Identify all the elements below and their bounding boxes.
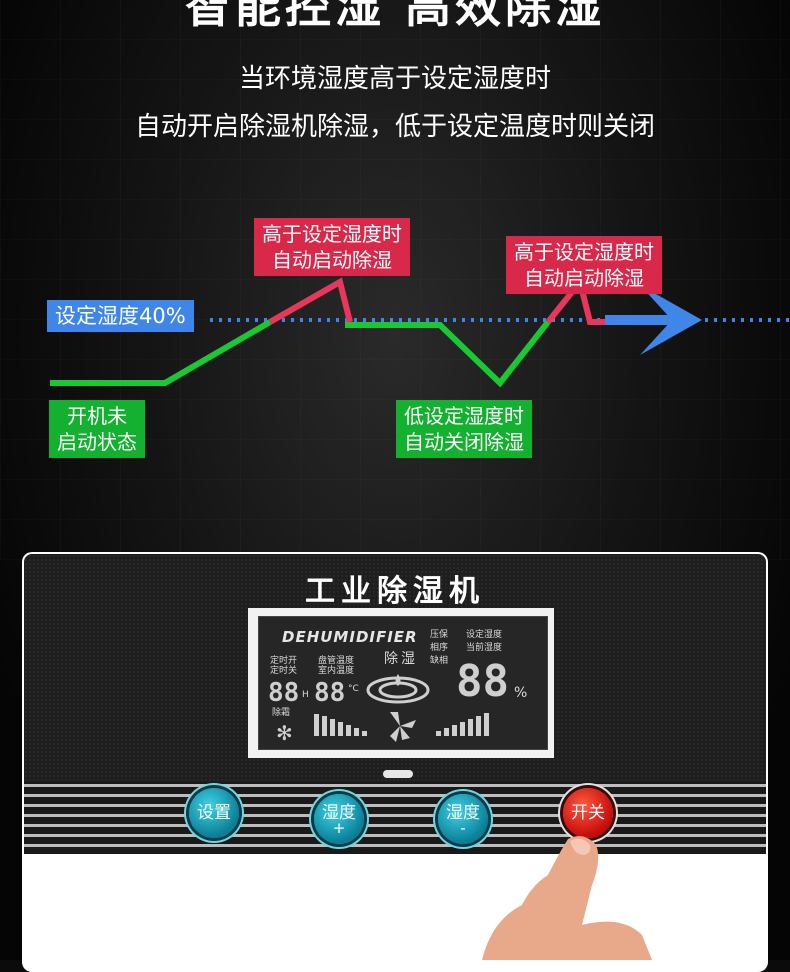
lcd-timer-digits: 88 [268, 678, 300, 708]
humidity-plus-button[interactable]: 湿度 + [314, 794, 364, 844]
off-segment [345, 320, 551, 388]
rise-segment-2 [545, 275, 605, 325]
indicator-light [383, 770, 413, 778]
fan-icon [390, 712, 416, 742]
left-level-bars [314, 714, 367, 736]
plus-sign: + [332, 819, 346, 837]
arrow-right-icon [640, 285, 702, 355]
power-button[interactable]: 开关 [563, 788, 613, 838]
setting-button[interactable]: 设置 [189, 788, 239, 838]
subline-1: 当环境湿度高于设定湿度时 [238, 64, 551, 94]
lcd-temp-digits: 88 [314, 678, 346, 708]
idle-state-label: 开机未 启动状态 [49, 400, 145, 458]
water-drop-icon [395, 674, 401, 686]
lcd-room-temp: 室内温度 [318, 666, 355, 676]
headline: 智能控湿 高效除湿 [184, 0, 605, 33]
humidity-plus-label: 湿度 [322, 803, 356, 823]
lcd-timer-on: 定时开 [270, 656, 298, 666]
lcd-coil-temp: 盘管温度 [318, 656, 355, 666]
lcd-set-humidity: 设定湿度 [466, 630, 503, 640]
lcd-compressor: 压保 [430, 630, 449, 640]
idle-segment [50, 319, 272, 386]
lcd-unit-h: H [302, 690, 309, 700]
high-humidity-label-1: 高于设定湿度时 自动启动除湿 [254, 218, 410, 276]
lcd-timer-off: 定时关 [270, 666, 298, 676]
hand-pressing-icon [482, 836, 652, 960]
lcd-graphics: ✻ [276, 674, 489, 745]
humidity-minus-button[interactable]: 湿度 - [438, 794, 488, 844]
lcd-phase: 相序 [430, 643, 449, 653]
lcd-current-humidity: 当前湿度 [466, 643, 503, 653]
subline-2: 自动开启除湿机除湿，低于设定温度时则关闭 [134, 112, 655, 142]
humidity-minus-label: 湿度 [446, 803, 480, 823]
panel-stripes [24, 782, 766, 854]
lcd-unit-c: °C [348, 684, 359, 694]
power-button-label: 开关 [571, 803, 605, 823]
setpoint-label: 设定湿度40% [47, 300, 194, 332]
low-humidity-label: 低设定湿度时 自动关闭除湿 [396, 400, 532, 458]
lcd-dehumid: 除湿 [384, 651, 418, 667]
lcd-unit-percent: % [514, 685, 528, 701]
lcd-humidity-digits: 88 [456, 656, 509, 707]
device-title: 工业除湿机 [305, 574, 485, 609]
rise-segment-1 [268, 277, 353, 325]
humidity-control-diagram [50, 275, 790, 388]
right-level-bars [436, 713, 489, 736]
setting-button-label: 设置 [197, 803, 231, 823]
lcd-defrost: 除霜 [272, 708, 291, 718]
lcd-brand: DEHUMIDIFIER [282, 628, 418, 646]
lcd-phase-loss: 缺相 [430, 656, 449, 666]
minus-sign: - [460, 819, 466, 837]
high-humidity-label-2: 高于设定湿度时 自动启动除湿 [506, 236, 662, 294]
snowflake-icon: ✻ [276, 721, 293, 745]
